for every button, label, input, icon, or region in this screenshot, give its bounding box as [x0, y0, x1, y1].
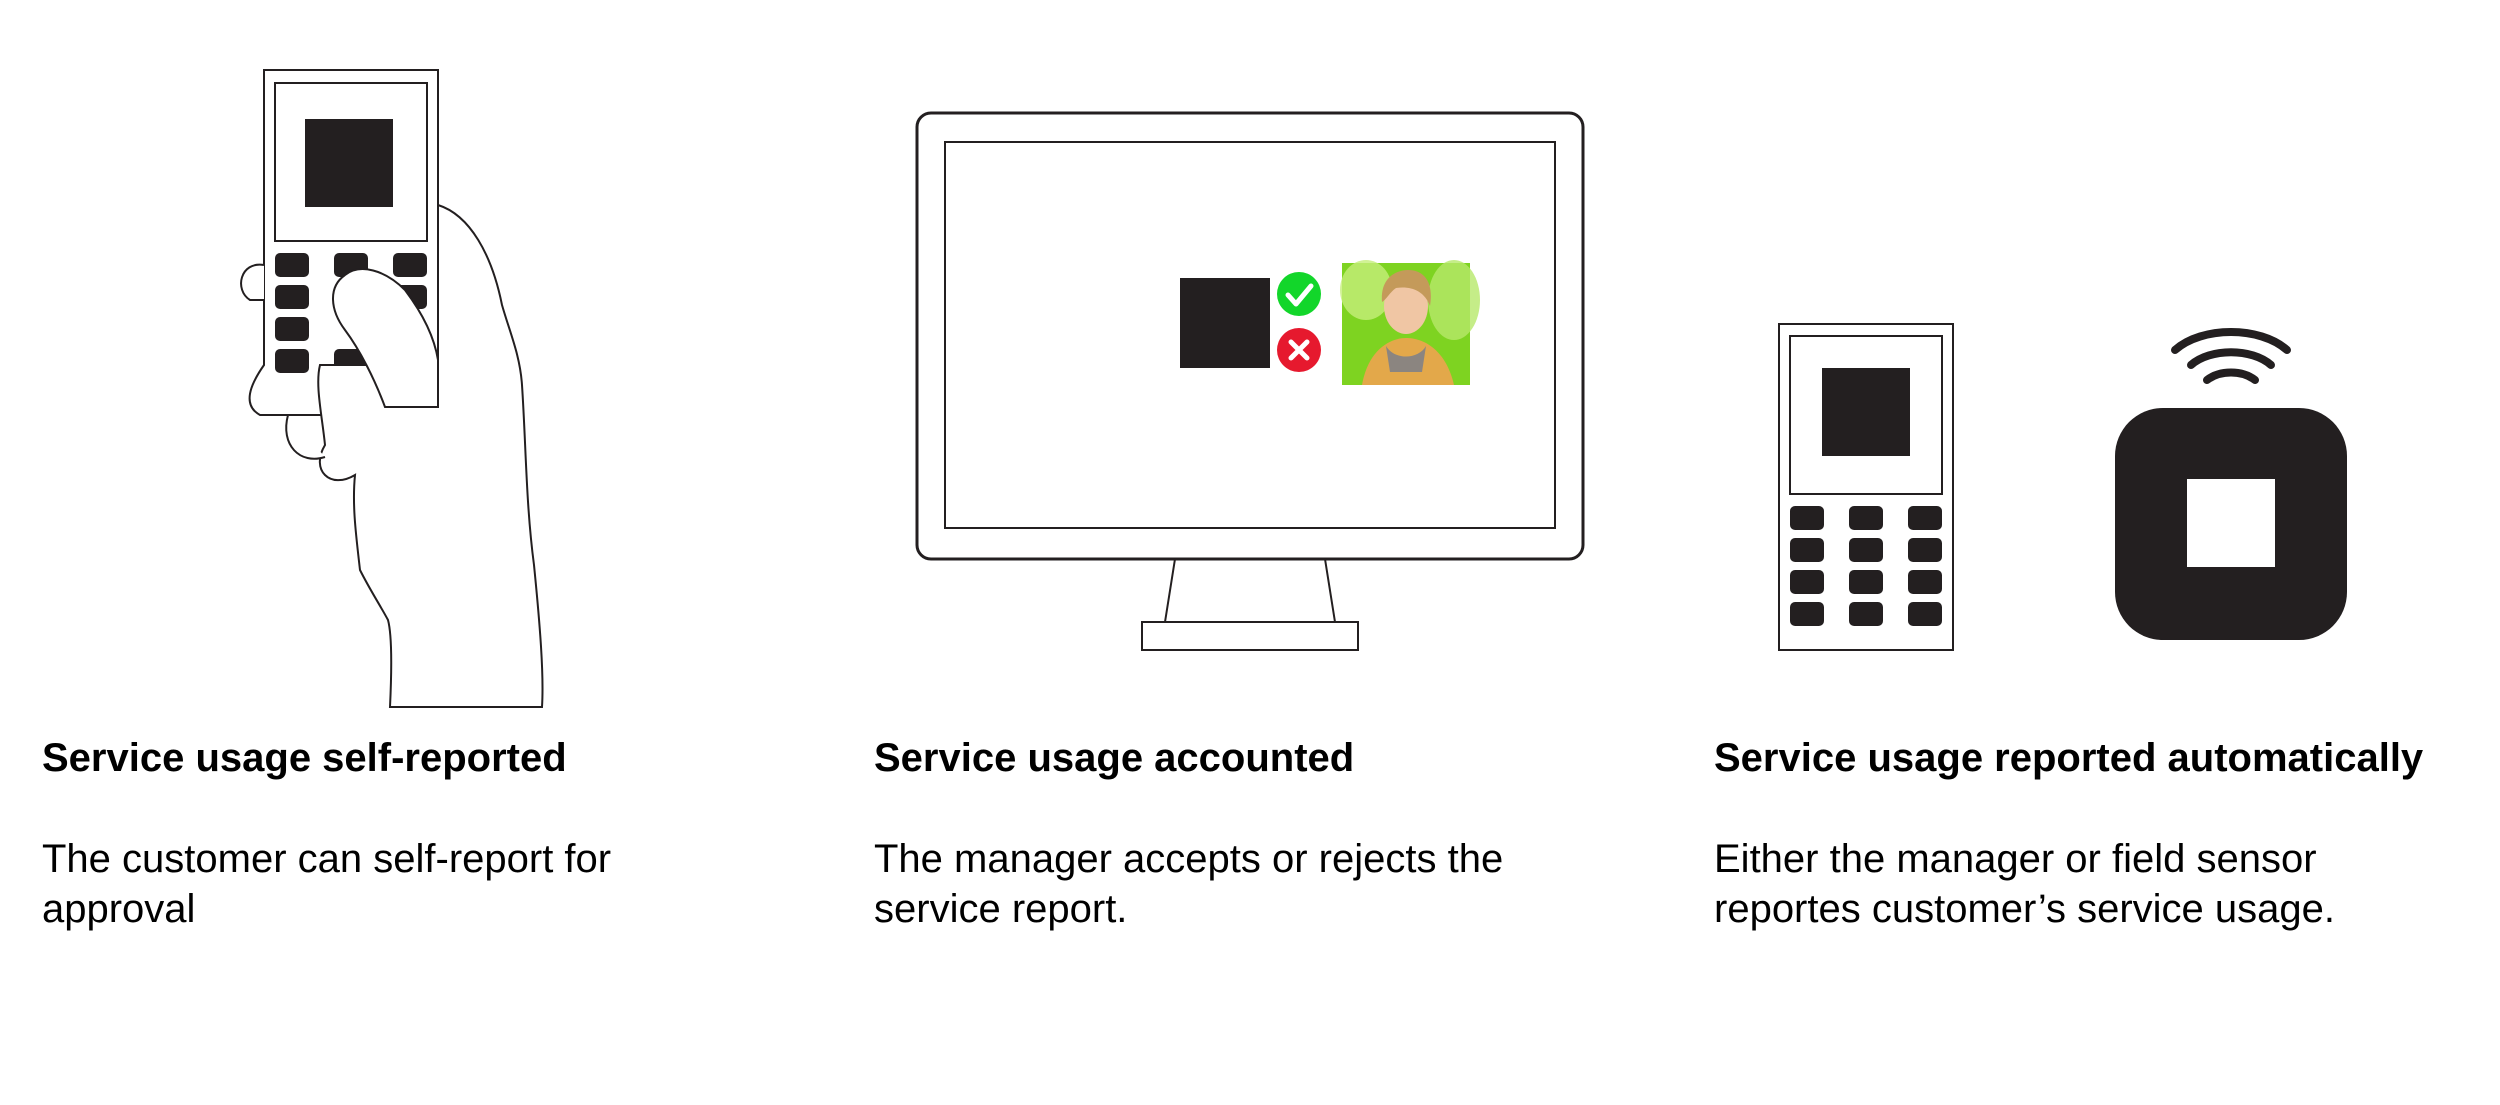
manager-review-illustration	[915, 111, 1585, 651]
description-line: Either the manager or field sensor	[1714, 837, 2317, 881]
panel-description: The customer can self-report for approva…	[42, 834, 802, 934]
panel-heading: Service usage self-reported	[42, 736, 567, 780]
wifi-icon	[2171, 328, 2291, 384]
reject-x-icon[interactable]	[1277, 328, 1321, 372]
panel-reported-automatically: Service usage reported automatically Eit…	[1714, 734, 2474, 934]
phone-icon	[1778, 323, 1954, 651]
customer-photo	[1340, 260, 1480, 385]
hand-icon	[240, 203, 544, 708]
description-line: The manager accepts or rejects the	[874, 837, 1504, 881]
description-line: approval	[42, 887, 196, 931]
report-block	[1180, 278, 1270, 368]
panel-self-reported: Service usage self-reported The customer…	[42, 734, 802, 934]
description-line: The customer can self-report for	[42, 837, 612, 881]
self-report-illustration	[240, 69, 544, 708]
panel-heading: Service usage accounted	[874, 736, 1355, 780]
panel-heading: Service usage reported automatically	[1714, 736, 2424, 780]
panel-description: Either the manager or field sensor repor…	[1714, 834, 2474, 934]
panel-description: The manager accepts or rejects the servi…	[874, 834, 1634, 934]
description-line: service report.	[874, 887, 1128, 931]
field-sensor-icon	[2115, 408, 2347, 640]
panel-accounted: Service usage accounted The manager acce…	[874, 734, 1634, 934]
accept-check-icon[interactable]	[1277, 272, 1321, 316]
automatic-report-illustration	[1778, 323, 2347, 651]
monitor-icon	[915, 111, 1585, 651]
phone-icon	[263, 69, 439, 416]
description-line: reportes customer’s service usage.	[1714, 887, 2336, 931]
